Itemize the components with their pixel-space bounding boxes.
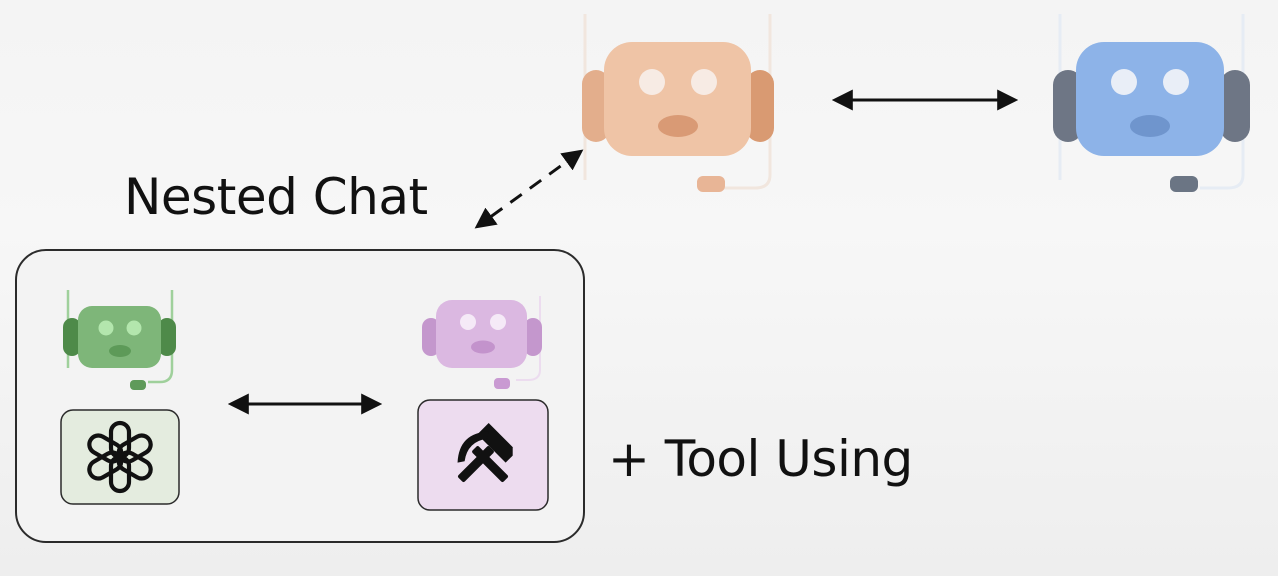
purple-robot-icon <box>422 296 542 389</box>
orange-robot-icon <box>582 14 774 192</box>
blue-robot-icon <box>1053 14 1250 192</box>
nested-dashed-arrow <box>474 149 584 229</box>
hammer-pick-icon <box>457 423 513 482</box>
tool-using-label: + Tool Using <box>608 430 913 488</box>
openai-logo-icon <box>87 420 153 494</box>
green-robot-icon <box>63 290 176 390</box>
nested-chat-label: Nested Chat <box>124 168 428 226</box>
